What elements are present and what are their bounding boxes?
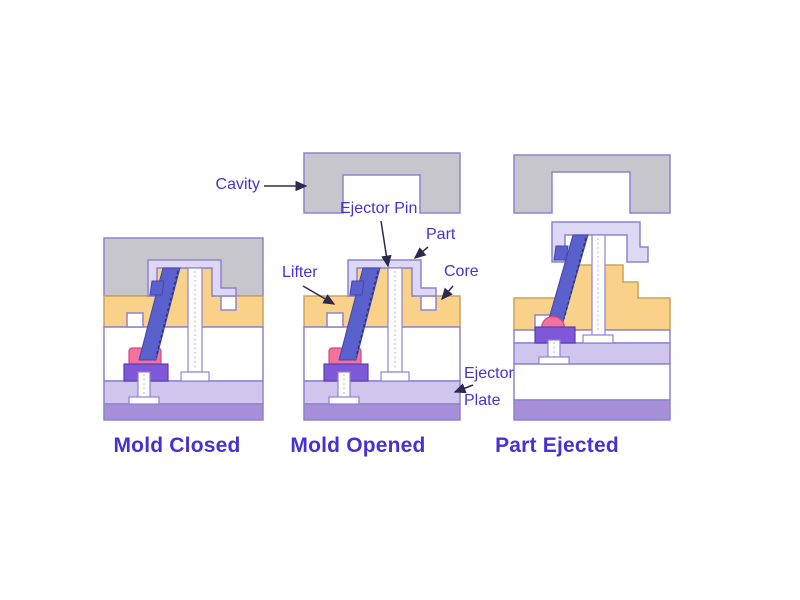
ejector-plate-arrow (453, 383, 474, 394)
ejector-pin-base (582, 334, 614, 344)
diagram-mold-closed (103, 237, 264, 421)
lifter-tab (149, 280, 165, 296)
lifter-edge-dash (155, 270, 179, 358)
ejector-pin-arrow (380, 220, 392, 268)
lifter-retaining-pin (137, 371, 151, 401)
ejection-travel-gap (513, 363, 671, 401)
diagram-mold-opened (303, 152, 461, 421)
ejected-part (551, 221, 649, 263)
lifter-pin-flange (538, 356, 570, 365)
ejector-plate-label: Ejector Plate (464, 365, 514, 409)
part-arrow (413, 246, 429, 259)
lifter-pin-flange (128, 396, 160, 405)
cavity-label: Cavity (215, 176, 260, 193)
lifter-bar (338, 267, 381, 361)
ejector-plate-raised (513, 342, 671, 365)
lifter-edge-dash (563, 237, 587, 320)
lifter-bar (138, 267, 181, 361)
lifter-arrow (302, 285, 336, 305)
core-arrow (441, 285, 454, 301)
ejector-pin-base (180, 371, 210, 382)
ejector-pin-base (380, 371, 410, 382)
ejector-pin-label: Ejector Pin (340, 200, 418, 217)
ejector-pin (387, 267, 403, 373)
ejector-pin (187, 267, 203, 373)
ejector-plate (303, 380, 461, 405)
callout-arrows (264, 180, 474, 394)
molded-part (347, 259, 437, 297)
bottom-plate (303, 403, 461, 421)
part-label: Part (426, 226, 456, 243)
caption-part-ejected: Part Ejected (495, 434, 619, 457)
bottom-plate (103, 403, 264, 421)
parting-notch-right (420, 295, 437, 311)
caption-mold-opened: Mold Opened (290, 434, 426, 457)
lifter-label: Lifter (282, 264, 318, 281)
caption-mold-closed: Mold Closed (113, 434, 241, 457)
bottom-plate (513, 399, 671, 421)
lifter-edge-dash (355, 270, 379, 358)
parting-notch-right (220, 295, 237, 311)
cavity-block (513, 154, 671, 214)
core-label: Core (444, 263, 479, 280)
ejector-plate (103, 380, 264, 405)
molded-part (147, 259, 237, 297)
parting-notch-left (326, 312, 344, 328)
lifter-retaining-pin (337, 371, 351, 401)
lifter-tab (349, 280, 365, 296)
cavity-block (303, 152, 461, 214)
lifter-tab (553, 245, 569, 261)
lifter-pin-flange (328, 396, 360, 405)
diagram-part-ejected (513, 154, 671, 421)
parting-notch-left (126, 312, 144, 328)
